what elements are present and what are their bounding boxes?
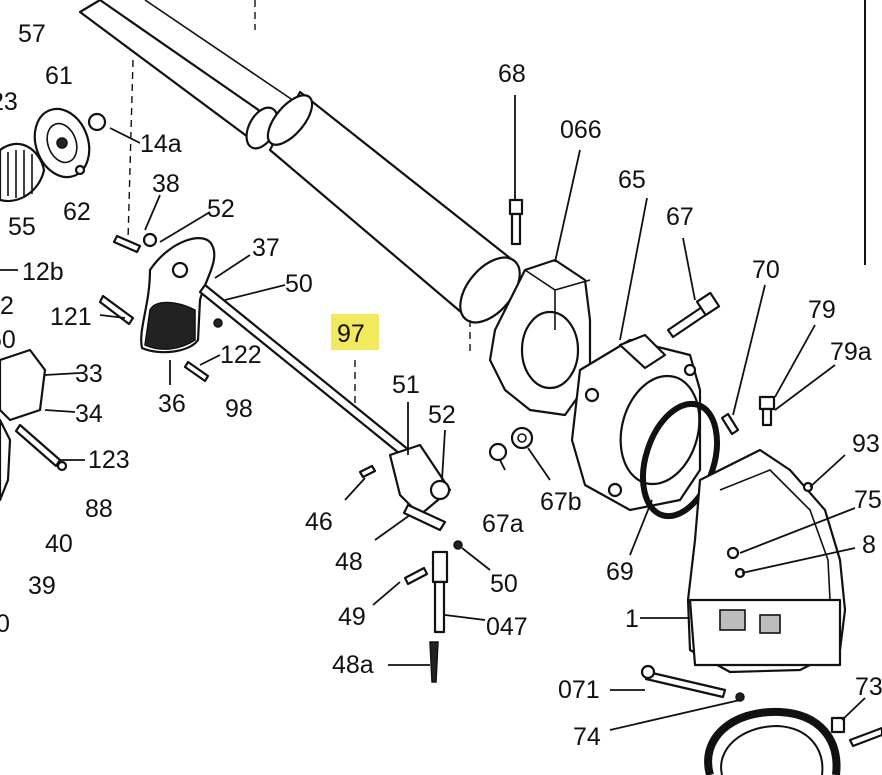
label-68: 68 (498, 60, 526, 88)
label-79: 79 (808, 296, 836, 324)
label-52-lower: 52 (428, 401, 456, 429)
label-51: 51 (392, 371, 420, 399)
bolt-67 (666, 291, 721, 339)
label-23: 23 (0, 88, 18, 116)
label-12b: 12b (22, 258, 64, 286)
label-55: 55 (8, 213, 36, 241)
label-65: 65 (618, 166, 646, 194)
label-67: 67 (666, 203, 694, 231)
label-97: 97 (337, 320, 365, 348)
label-48: 48 (335, 548, 363, 576)
label-62: 62 (63, 198, 91, 226)
label-73: 73 (855, 673, 882, 701)
label-60: 60 (0, 326, 16, 354)
label-123: 123 (88, 446, 130, 474)
label-066: 066 (560, 116, 602, 144)
label-67b: 67b (540, 488, 582, 516)
gearbox-65 (570, 333, 702, 512)
label-50-lower: 50 (490, 570, 518, 598)
label-047: 047 (486, 613, 528, 641)
label-2: 2 (0, 292, 14, 320)
label-69: 69 (606, 558, 634, 586)
label-57: 57 (18, 20, 46, 48)
label-121: 121 (50, 303, 92, 331)
gasket-69 (640, 400, 720, 520)
label-93: 93 (852, 430, 880, 458)
label-36: 36 (158, 390, 186, 418)
label-79a: 79a (830, 338, 872, 366)
label-1: 1 (625, 605, 639, 633)
label-39: 39 (28, 572, 56, 600)
label-33: 33 (75, 360, 103, 388)
label-75: 75 (854, 486, 882, 514)
label-40: 40 (45, 530, 73, 558)
bolt-68 (508, 198, 524, 246)
label-37: 37 (252, 234, 280, 262)
leader-lines (0, 95, 866, 731)
label-14a: 14a (140, 130, 182, 158)
gear-assembly (0, 107, 107, 203)
pin-70 (720, 412, 740, 436)
left-bracket (0, 348, 68, 502)
label-67a: 67a (482, 510, 524, 538)
clamp-066 (488, 258, 592, 417)
label-0: 0 (0, 610, 10, 638)
crank-handle (98, 232, 223, 383)
label-48a: 48a (332, 651, 374, 679)
label-74: 74 (573, 723, 601, 751)
crank-rod (198, 283, 463, 550)
label-122: 122 (220, 341, 262, 369)
label-61: 61 (45, 62, 73, 90)
label-34: 34 (75, 400, 103, 428)
bolt-071 (640, 664, 745, 702)
washers (488, 426, 534, 462)
label-49: 49 (338, 603, 366, 631)
label-8: 8 (862, 531, 876, 559)
label-98: 98 (225, 395, 253, 423)
label-52-upper: 52 (207, 195, 235, 223)
screw-79 (758, 395, 776, 427)
bolt-stack (403, 550, 449, 683)
clamp-ring (704, 707, 882, 775)
label-38: 38 (152, 170, 180, 198)
label-50-upper: 50 (285, 270, 313, 298)
label-70: 70 (752, 256, 780, 284)
label-071: 071 (558, 676, 600, 704)
highlight-97 (331, 314, 379, 350)
label-88: 88 (85, 495, 113, 523)
label-46: 46 (305, 508, 333, 536)
part-labels: 57 61 23 14a 62 38 52 55 12b 2 37 50 121… (0, 20, 882, 751)
chute-base (686, 448, 847, 674)
